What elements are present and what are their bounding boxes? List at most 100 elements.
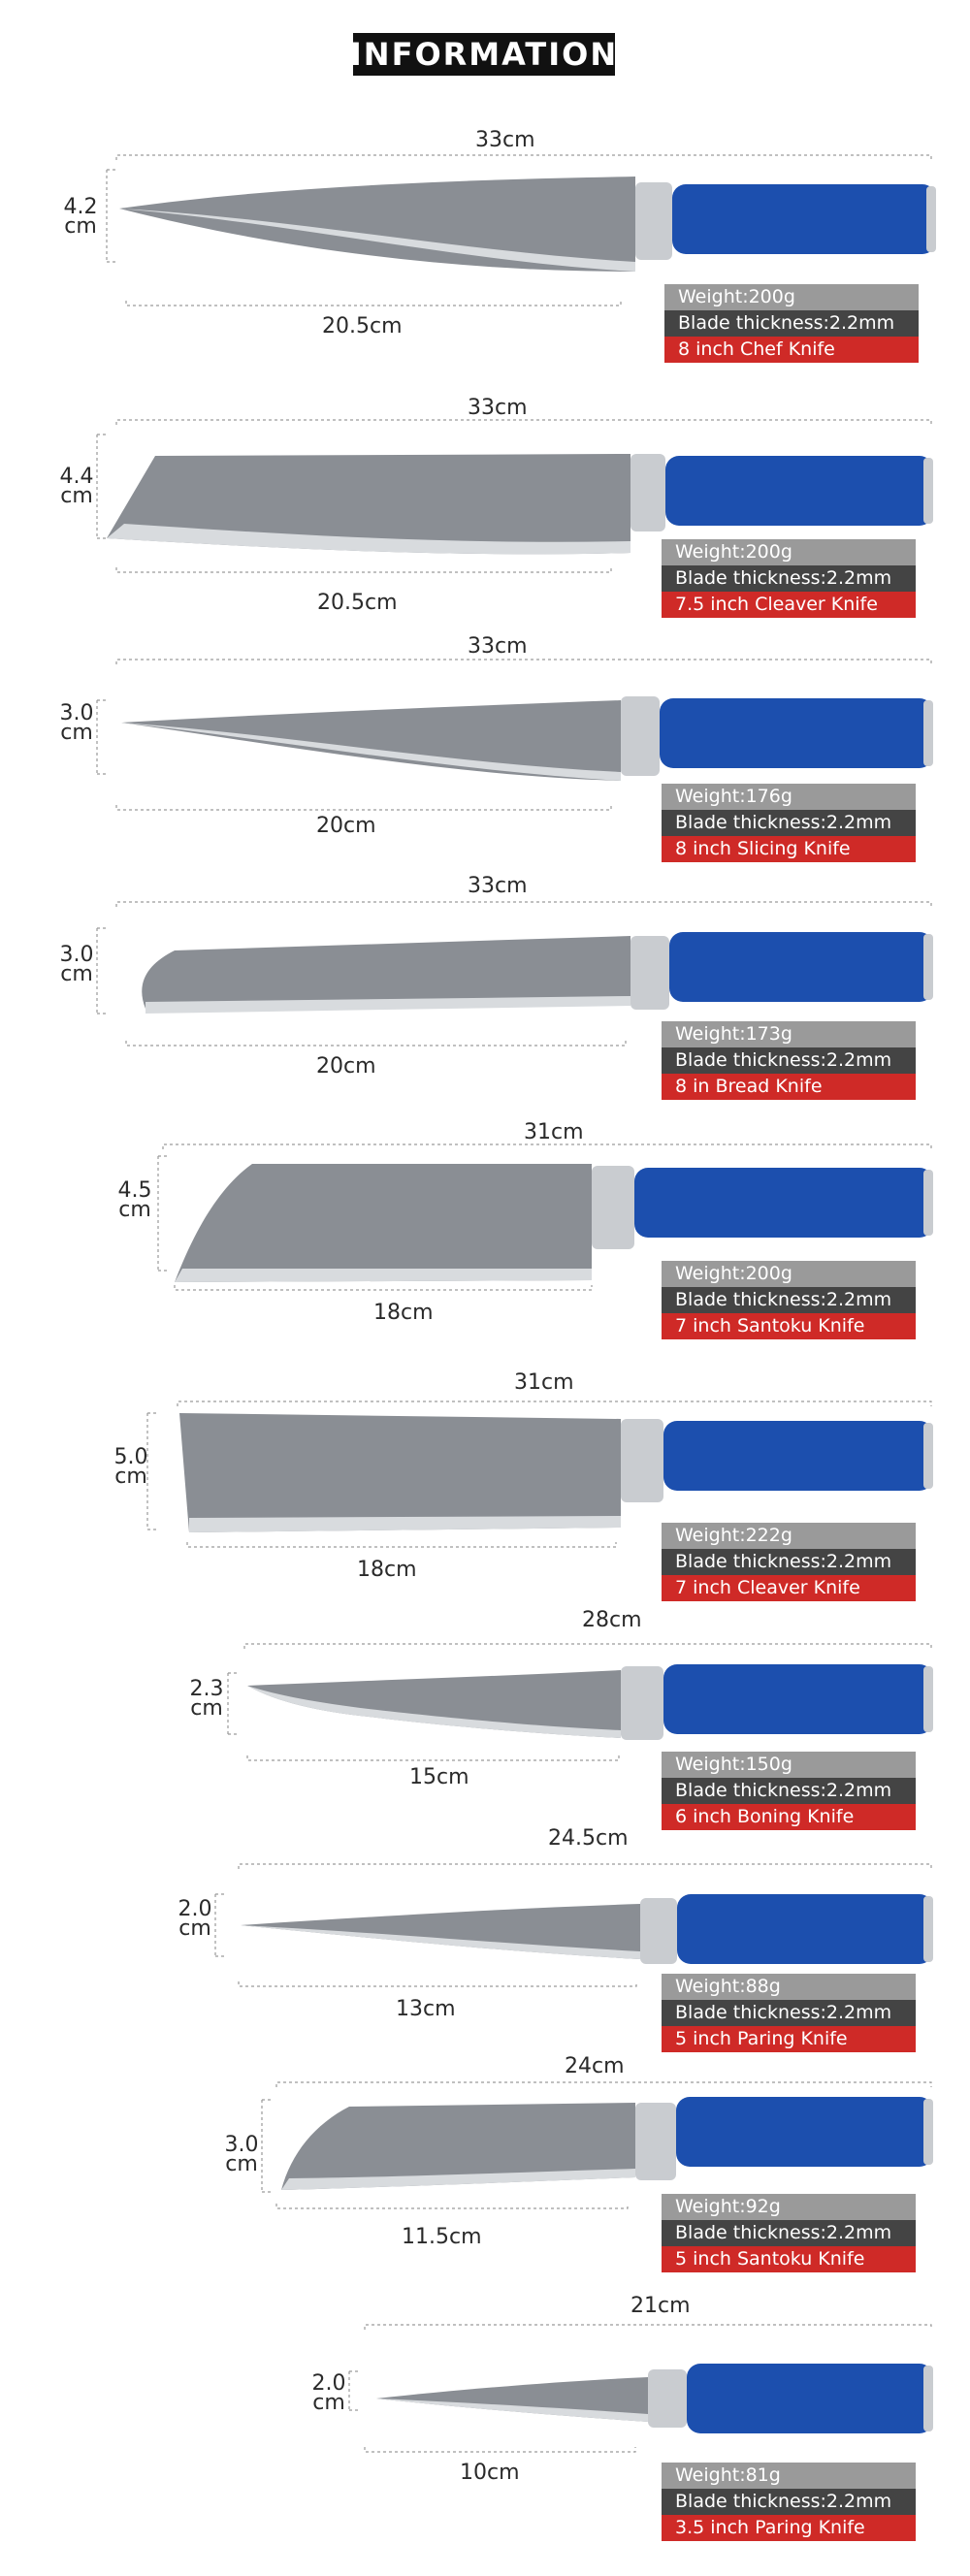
weight-row: Weight:176g bbox=[662, 784, 916, 810]
thickness-row: Blade thickness:2.2mm bbox=[662, 2220, 916, 2246]
height-unit: cm bbox=[225, 2152, 258, 2176]
height-value: 3.0 bbox=[224, 2133, 259, 2157]
page-title: INFORMATION bbox=[349, 33, 619, 76]
height-unit: cm bbox=[64, 214, 97, 239]
blade-length-label: 13cm bbox=[396, 1997, 456, 2021]
knife-illustration bbox=[96, 901, 933, 1046]
knife-illustration bbox=[96, 419, 933, 573]
knife-illustration bbox=[227, 1643, 933, 1761]
height-value: 3.0 bbox=[59, 701, 94, 725]
blade-shape bbox=[142, 936, 630, 1014]
total-length-label: 24cm bbox=[565, 2054, 625, 2078]
weight-row: Weight:81g bbox=[662, 2463, 916, 2489]
height-label: 4.5 cm bbox=[113, 1180, 157, 1222]
knife-name-row: 3.5 inch Paring Knife bbox=[662, 2515, 916, 2541]
blade-length-label: 18cm bbox=[373, 1301, 434, 1325]
thickness-row: Blade thickness:2.2mm bbox=[664, 310, 919, 337]
height-value: 2.0 bbox=[178, 1897, 212, 1921]
knife-name-row: 7.5 inch Cleaver Knife bbox=[662, 592, 916, 618]
total-length-label: 31cm bbox=[524, 1120, 584, 1144]
thickness-row: Blade thickness:2.2mm bbox=[662, 2489, 916, 2515]
bolster bbox=[640, 1898, 677, 1964]
total-length-label: 31cm bbox=[514, 1370, 574, 1395]
height-unit: cm bbox=[60, 484, 93, 508]
handle-shape bbox=[660, 698, 933, 768]
height-value: 4.2 bbox=[63, 195, 98, 219]
spec-box: Weight:150g Blade thickness:2.2mm 6 inch… bbox=[662, 1752, 916, 1830]
weight-row: Weight:92g bbox=[662, 2194, 916, 2220]
blade-shape bbox=[121, 700, 621, 781]
height-value: 2.3 bbox=[189, 1677, 224, 1701]
weight-row: Weight:173g bbox=[662, 1021, 916, 1047]
blade-shape bbox=[107, 454, 630, 555]
dimension-lines bbox=[96, 901, 932, 1046]
spec-box: Weight:200g Blade thickness:2.2mm 8 inch… bbox=[664, 284, 919, 363]
height-value: 3.0 bbox=[59, 943, 94, 967]
knife-illustration bbox=[157, 1143, 933, 1291]
bolster bbox=[635, 2103, 676, 2180]
knife-item: 31cm 18cm 5.0 cm Weight:222g Blade thick… bbox=[0, 1353, 970, 1615]
bolster bbox=[621, 1666, 663, 1740]
blade-length-label: 20cm bbox=[316, 814, 376, 838]
bolster bbox=[630, 454, 665, 531]
knife-item: 31cm 18cm 4.5 cm Weight:200g Blade thick… bbox=[0, 1106, 970, 1358]
knife-name-row: 8 inch Slicing Knife bbox=[662, 836, 916, 862]
knife-item: 28cm 15cm 2.3 cm Weight:150g Blade thick… bbox=[0, 1610, 970, 1843]
dimension-lines bbox=[157, 1143, 932, 1291]
knife-illustration bbox=[146, 1401, 933, 1548]
height-unit: cm bbox=[114, 1465, 147, 1489]
blade-length-label: 20.5cm bbox=[317, 591, 398, 615]
thickness-row: Blade thickness:2.2mm bbox=[662, 810, 916, 836]
total-length-label: 33cm bbox=[468, 874, 528, 898]
height-label: 5.0 cm bbox=[109, 1447, 153, 1489]
page-title-text: INFORMATION bbox=[349, 36, 619, 73]
handle-shape bbox=[676, 2097, 933, 2167]
knife-name-row: 8 inch Chef Knife bbox=[664, 337, 919, 363]
height-label: 2.3 cm bbox=[184, 1677, 229, 1721]
spec-box: Weight:92g Blade thickness:2.2mm 5 inch … bbox=[662, 2194, 916, 2272]
knife-name-row: 5 inch Paring Knife bbox=[662, 2026, 916, 2052]
height-label: 3.0 cm bbox=[54, 943, 99, 985]
height-value: 2.0 bbox=[311, 2371, 346, 2396]
height-unit: cm bbox=[118, 1198, 151, 1222]
weight-row: Weight:88g bbox=[662, 1974, 916, 2000]
height-label: 3.0 cm bbox=[219, 2133, 264, 2176]
knife-illustration bbox=[106, 154, 936, 306]
knife-name-row: 7 inch Santoku Knife bbox=[662, 1313, 916, 1339]
blade-shape bbox=[175, 1164, 592, 1282]
thickness-row: Blade thickness:2.2mm bbox=[662, 1047, 916, 1074]
spec-box: Weight:200g Blade thickness:2.2mm 7 inch… bbox=[662, 1261, 916, 1339]
blade-shape bbox=[376, 2377, 648, 2422]
blade-shape bbox=[179, 1413, 621, 1532]
height-label: 2.0 cm bbox=[307, 2371, 351, 2414]
handle-shape bbox=[663, 1664, 933, 1734]
bolster bbox=[630, 936, 669, 1010]
dimension-lines bbox=[146, 1401, 932, 1548]
knife-illustration bbox=[96, 659, 933, 811]
knife-illustration bbox=[348, 2324, 933, 2453]
knife-item: 24cm 11.5cm 3.0 cm Weight:92g Blade thic… bbox=[0, 2046, 970, 2289]
knife-item: 33cm 20cm 3.0 cm Weight:173g Blade thick… bbox=[0, 868, 970, 1111]
spec-box: Weight:88g Blade thickness:2.2mm 5 inch … bbox=[662, 1974, 916, 2052]
thickness-row: Blade thickness:2.2mm bbox=[662, 2000, 916, 2026]
total-length-label: 24.5cm bbox=[548, 1826, 629, 1851]
knife-illustration bbox=[261, 2081, 933, 2209]
height-label: 3.0 cm bbox=[54, 701, 99, 745]
blade-shape bbox=[281, 2103, 635, 2190]
bolster bbox=[648, 2369, 687, 2428]
height-unit: cm bbox=[190, 1696, 223, 1721]
knife-name-row: 8 in Bread Knife bbox=[662, 1074, 916, 1100]
total-length-label: 33cm bbox=[468, 396, 528, 420]
height-label: 4.4 cm bbox=[54, 465, 99, 508]
blade-shape bbox=[241, 1904, 640, 1959]
handle-shape bbox=[677, 1894, 933, 1964]
blade-length-label: 18cm bbox=[357, 1558, 417, 1582]
thickness-row: Blade thickness:2.2mm bbox=[662, 1287, 916, 1313]
dimension-lines bbox=[106, 154, 932, 306]
height-unit: cm bbox=[60, 721, 93, 745]
knife-item: 33cm 20.5cm 4.4 cm Weight:200g Blade thi… bbox=[0, 388, 970, 630]
height-unit: cm bbox=[178, 1916, 211, 1941]
thickness-row: Blade thickness:2.2mm bbox=[662, 1549, 916, 1575]
height-value: 4.4 bbox=[59, 465, 94, 489]
knife-name-row: 5 inch Santoku Knife bbox=[662, 2246, 916, 2272]
